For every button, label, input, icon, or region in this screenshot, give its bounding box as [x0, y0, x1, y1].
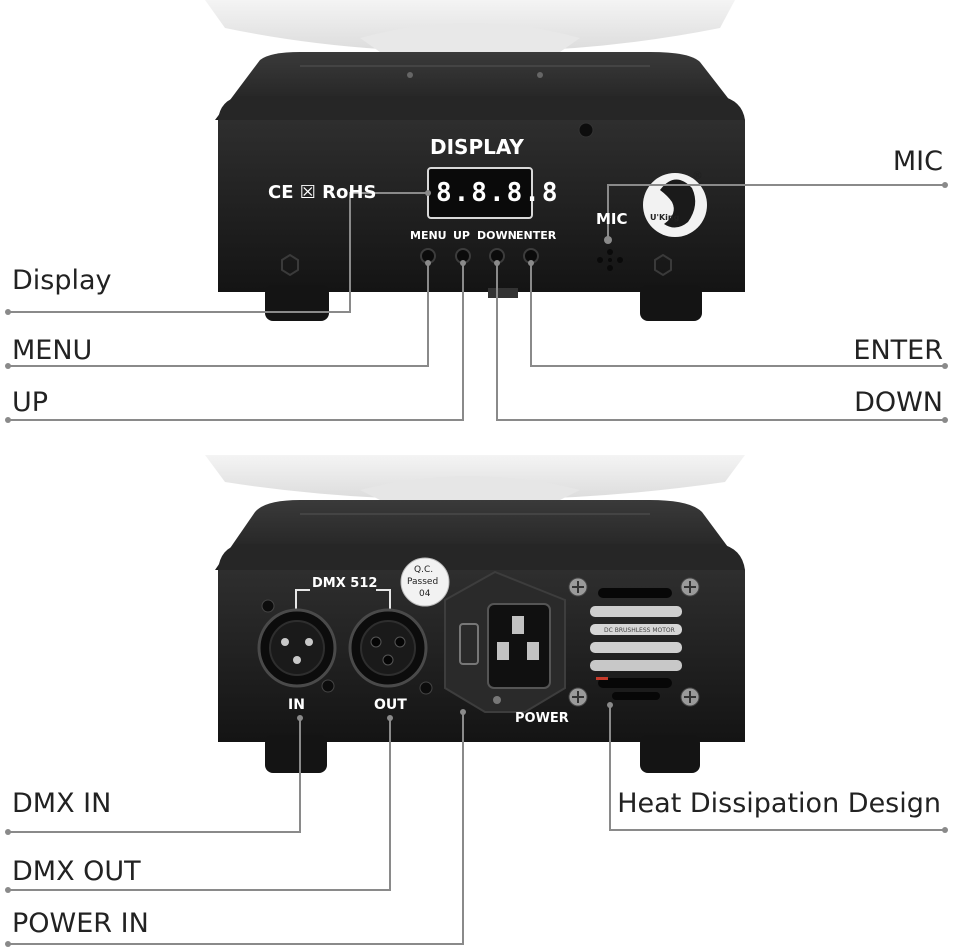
- power-socket-icon: [444, 570, 566, 713]
- dmx512-panel-label: DMX 512: [312, 576, 378, 591]
- top-unit: [205, 0, 745, 321]
- up-panel-label: UP: [453, 229, 470, 242]
- in-panel-label: IN: [288, 697, 305, 713]
- bottom-unit: [205, 455, 745, 773]
- callout-down: DOWN: [854, 387, 943, 418]
- cert-marks: CE ☒ RoHS: [268, 182, 377, 203]
- callout-dmx-in: DMX IN: [12, 788, 112, 819]
- power-panel-label: POWER: [515, 711, 569, 726]
- registered-mark: ®: [692, 169, 703, 182]
- qc-line1: Q.C.: [414, 565, 434, 575]
- callout-heat-dissipation: Heat Dissipation Design: [617, 788, 941, 819]
- callout-mic: MIC: [892, 146, 943, 177]
- enter-panel-label: ENTER: [516, 229, 557, 242]
- segment-display-readout: 8.8.8.8: [436, 178, 560, 208]
- logo-text: U'King: [650, 213, 680, 222]
- dmx-in-xlr-icon: [257, 608, 337, 688]
- callout-display: Display: [12, 265, 112, 296]
- display-panel-label: DISPLAY: [430, 135, 524, 159]
- menu-panel-label: MENU: [410, 229, 447, 242]
- fan-grille-icon: [568, 577, 700, 707]
- callout-dots: [5, 182, 948, 947]
- qc-line3: 04: [419, 589, 431, 599]
- callout-up: UP: [12, 387, 49, 418]
- qc-sticker-icon: [400, 557, 450, 607]
- callout-menu: MENU: [12, 335, 93, 366]
- callout-power-in: POWER IN: [12, 908, 149, 939]
- callout-lines: [8, 184, 945, 945]
- out-panel-label: OUT: [374, 697, 407, 713]
- mic-panel-label: MIC: [596, 210, 628, 228]
- mic-grille-icon: [597, 249, 623, 271]
- callout-enter: ENTER: [853, 335, 943, 366]
- control-buttons: [420, 248, 539, 264]
- qc-line2: Passed: [407, 577, 439, 587]
- callout-dmx-out: DMX OUT: [12, 856, 141, 887]
- fan-sticker-text: DC BRUSHLESS MOTOR: [604, 627, 675, 634]
- down-panel-label: DOWN: [477, 229, 517, 242]
- dmx-out-xlr-icon: [348, 608, 428, 688]
